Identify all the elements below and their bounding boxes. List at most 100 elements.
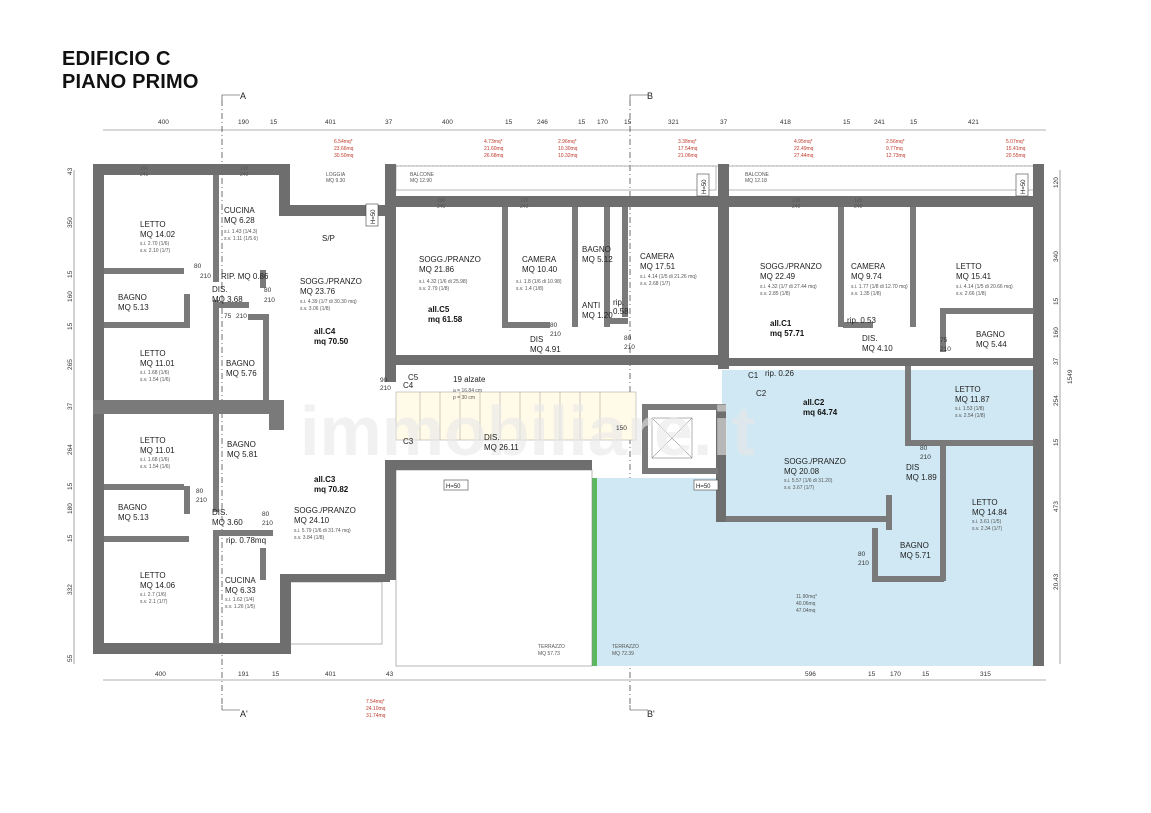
svg-text:s.i. 4.14 (1/5 di 20.66 mq): s.i. 4.14 (1/5 di 20.66 mq): [956, 284, 1013, 290]
svg-text:LETTO: LETTO: [955, 385, 981, 394]
svg-text:LETTO: LETTO: [972, 498, 998, 507]
svg-text:401: 401: [325, 671, 336, 678]
svg-text:190: 190: [238, 119, 249, 126]
svg-text:C3: C3: [403, 437, 414, 446]
svg-text:MQ 5.44: MQ 5.44: [976, 340, 1007, 349]
svg-text:15: 15: [67, 270, 74, 278]
svg-text:s.v. 2.1 (1/7): s.v. 2.1 (1/7): [140, 599, 168, 605]
svg-text:s.v. 2.68 (1/7): s.v. 2.68 (1/7): [640, 281, 671, 287]
svg-text:mq 70.50: mq 70.50: [314, 337, 349, 346]
svg-text:24.10mq: 24.10mq: [366, 706, 386, 712]
svg-text:mq 64.74: mq 64.74: [803, 408, 838, 417]
svg-text:DIS: DIS: [906, 463, 919, 472]
svg-text:BALCONE: BALCONE: [410, 172, 435, 178]
svg-text:all.C2: all.C2: [803, 398, 825, 407]
svg-text:s.v. 2.54 (1/8): s.v. 2.54 (1/8): [955, 413, 986, 419]
svg-text:s.v. 2.85 (1/8): s.v. 2.85 (1/8): [760, 291, 791, 297]
svg-text:37: 37: [720, 119, 728, 126]
svg-text:MQ 72.39: MQ 72.39: [612, 651, 634, 657]
svg-text:240: 240: [140, 172, 149, 178]
svg-text:31.74mq: 31.74mq: [366, 713, 386, 719]
svg-text:H=50: H=50: [702, 179, 708, 194]
svg-text:rip. 0.26: rip. 0.26: [765, 369, 794, 378]
svg-text:rip.: rip.: [613, 298, 624, 307]
svg-text:MQ 5.81: MQ 5.81: [227, 450, 258, 459]
svg-text:473: 473: [1053, 501, 1060, 512]
axis-label-b-prime: B': [647, 709, 655, 719]
svg-text:SOGG./PRANZO: SOGG./PRANZO: [784, 457, 846, 466]
svg-text:160: 160: [67, 291, 74, 302]
svg-text:s.v. 3.84 (1/8): s.v. 3.84 (1/8): [294, 535, 325, 541]
svg-text:150: 150: [140, 166, 149, 172]
stair: [395, 391, 693, 459]
svg-text:400: 400: [155, 671, 166, 678]
svg-text:240: 240: [792, 204, 801, 210]
svg-text:10.30mq: 10.30mq: [558, 146, 578, 152]
svg-text:MQ 1.20: MQ 1.20: [582, 311, 613, 320]
svg-text:SOGG./PRANZO: SOGG./PRANZO: [760, 262, 822, 271]
svg-text:s.v. 1.35 (1/8): s.v. 1.35 (1/8): [851, 291, 882, 297]
svg-text:15: 15: [1053, 438, 1060, 446]
svg-text:CUCINA: CUCINA: [224, 206, 255, 215]
svg-text:s.i. 4.32 (1/6 di 25.98): s.i. 4.32 (1/6 di 25.98): [419, 279, 468, 285]
svg-text:21.06mq: 21.06mq: [678, 153, 698, 159]
svg-text:26.68mq: 26.68mq: [484, 153, 504, 159]
svg-text:80: 80: [624, 335, 632, 342]
svg-text:MQ 26.11: MQ 26.11: [484, 443, 519, 452]
svg-text:210: 210: [940, 346, 951, 353]
svg-text:s.i. 2.7 (1/6): s.i. 2.7 (1/6): [140, 592, 167, 598]
svg-text:421: 421: [968, 119, 979, 126]
svg-text:75: 75: [224, 313, 232, 320]
svg-text:rip. 0.53: rip. 0.53: [847, 316, 876, 325]
svg-text:C1: C1: [748, 371, 759, 380]
svg-text:s.v. 1.54 (1/6): s.v. 1.54 (1/6): [140, 464, 171, 470]
svg-text:15: 15: [578, 119, 586, 126]
svg-text:mq 70.82: mq 70.82: [314, 485, 349, 494]
svg-text:TERRAZZO: TERRAZZO: [538, 644, 565, 650]
svg-text:SOGG./PRANZO: SOGG./PRANZO: [300, 277, 362, 286]
svg-text:s.v. 2.34 (1/7): s.v. 2.34 (1/7): [972, 526, 1003, 532]
svg-text:BAGNO: BAGNO: [118, 503, 147, 512]
svg-text:CUCINA: CUCINA: [225, 576, 256, 585]
height-labels: H=50 H=50 H=50 H=50 H=50: [365, 173, 1029, 491]
svg-text:SOGG./PRANZO: SOGG./PRANZO: [419, 255, 481, 264]
svg-text:MQ 10.40: MQ 10.40: [522, 265, 558, 274]
svg-text:315: 315: [980, 671, 991, 678]
svg-text:s.i. 4.39 (1/7 di 30.30 mq): s.i. 4.39 (1/7 di 30.30 mq): [300, 299, 357, 305]
svg-text:332: 332: [67, 584, 74, 595]
svg-text:LETTO: LETTO: [140, 220, 166, 229]
svg-text:12.73mq: 12.73mq: [886, 153, 906, 159]
svg-text:47.04mq: 47.04mq: [796, 608, 816, 614]
svg-text:15: 15: [843, 119, 851, 126]
svg-text:MQ 3.68: MQ 3.68: [212, 295, 243, 304]
svg-text:210: 210: [264, 297, 275, 304]
svg-text:MQ 5.71: MQ 5.71: [900, 551, 931, 560]
svg-text:CAMERA: CAMERA: [851, 262, 886, 271]
svg-text:170: 170: [597, 119, 608, 126]
svg-text:37: 37: [67, 402, 74, 410]
svg-text:s.i. 1.68 (1/6): s.i. 1.68 (1/6): [140, 457, 170, 463]
svg-text:LETTO: LETTO: [140, 349, 166, 358]
svg-text:15: 15: [922, 671, 930, 678]
svg-text:s.i. 1.53 (1/8): s.i. 1.53 (1/8): [955, 406, 985, 412]
svg-text:4.73mq*: 4.73mq*: [484, 139, 503, 145]
svg-text:MQ 57.73: MQ 57.73: [538, 651, 560, 657]
svg-text:ANTI: ANTI: [582, 301, 600, 310]
svg-text:MQ 14.06: MQ 14.06: [140, 581, 176, 590]
svg-text:80: 80: [262, 511, 270, 518]
svg-text:7.54mq*: 7.54mq*: [366, 699, 385, 705]
svg-text:LETTO: LETTO: [140, 436, 166, 445]
svg-text:264: 264: [67, 444, 74, 455]
svg-text:418: 418: [780, 119, 791, 126]
svg-text:BALCONE: BALCONE: [745, 172, 770, 178]
svg-text:S/P: S/P: [322, 234, 335, 243]
svg-text:15: 15: [67, 534, 74, 542]
svg-text:s.i. 1.77 (1/8 di 12.70 mq): s.i. 1.77 (1/8 di 12.70 mq): [851, 284, 908, 290]
area-notes-blue: 11.90mq* 40.06mq 47.04mq: [796, 594, 817, 614]
svg-text:DIS: DIS: [530, 335, 543, 344]
svg-text:MQ 5.13: MQ 5.13: [118, 303, 149, 312]
